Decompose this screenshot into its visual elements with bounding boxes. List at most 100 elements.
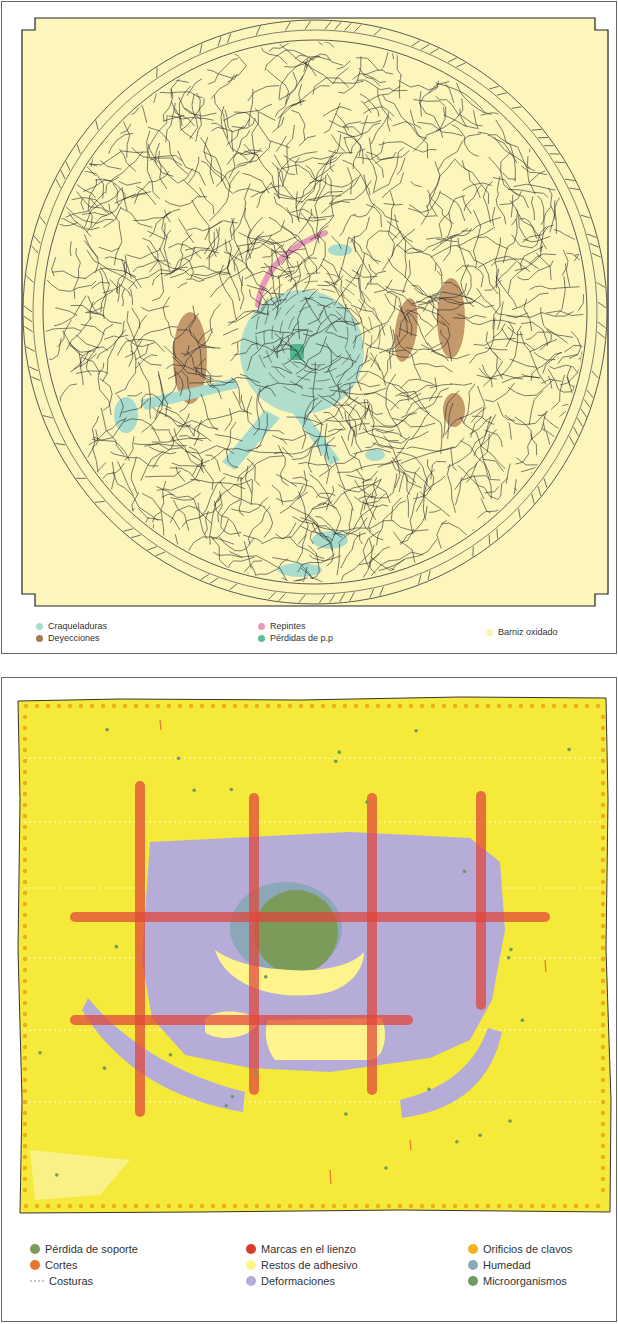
crack-line xyxy=(562,250,568,276)
nail-hole xyxy=(601,968,605,972)
hatch-mark xyxy=(569,436,574,445)
microorganism-dot xyxy=(337,750,341,754)
crack-line xyxy=(313,78,349,95)
crack-line xyxy=(371,413,417,428)
microorganism-dot xyxy=(334,760,338,764)
crack-line xyxy=(309,474,329,510)
crack-line xyxy=(485,486,499,493)
nail-hole xyxy=(563,1204,567,1208)
crack-line xyxy=(142,493,180,529)
crack-line xyxy=(367,284,408,323)
crack-line xyxy=(211,75,234,99)
crack-line xyxy=(84,445,94,477)
crack-line xyxy=(216,157,254,187)
crack-line xyxy=(272,485,283,505)
hatch-mark xyxy=(587,234,596,237)
hatch-mark xyxy=(569,188,579,190)
crack-line xyxy=(172,102,195,126)
crack-line xyxy=(303,61,363,83)
crack-line xyxy=(406,438,464,452)
crack-line xyxy=(309,191,343,200)
crack-line xyxy=(377,89,391,121)
crack-line xyxy=(207,379,221,399)
crack-line xyxy=(306,165,316,179)
crack-line xyxy=(333,405,343,419)
crack-line xyxy=(421,205,428,225)
crack-line xyxy=(314,149,336,201)
crack-line xyxy=(361,101,371,113)
microorganism-dot xyxy=(254,1070,258,1074)
hatch-mark xyxy=(592,371,599,378)
crack-line xyxy=(220,481,265,507)
crack-line xyxy=(103,321,124,382)
crack-line xyxy=(275,76,303,117)
panel-frame xyxy=(2,678,617,1322)
crack-line xyxy=(170,506,211,524)
crack-line xyxy=(365,343,418,357)
crack-line xyxy=(74,248,80,299)
crack-line xyxy=(98,363,104,375)
hatch-mark xyxy=(550,153,560,154)
crack-line xyxy=(272,117,283,132)
nail-hole xyxy=(321,704,325,708)
crack-line xyxy=(251,192,265,197)
hatch-mark xyxy=(592,253,601,257)
crack-line xyxy=(247,396,284,434)
crack-line xyxy=(288,250,310,292)
crack-line xyxy=(345,138,351,154)
crack-line xyxy=(455,477,461,505)
cut-mark xyxy=(545,960,546,972)
crack-line xyxy=(84,234,98,273)
nail-hole xyxy=(409,704,413,708)
crack-line xyxy=(153,407,191,427)
crack-line xyxy=(91,282,109,288)
crack-line xyxy=(142,374,164,432)
crack-line xyxy=(70,241,71,256)
crack-line xyxy=(462,183,491,191)
crack-line xyxy=(310,195,333,240)
crack-line xyxy=(354,497,388,507)
crack-line xyxy=(493,352,503,379)
crack-line xyxy=(280,492,308,513)
crack-line xyxy=(527,156,535,194)
crack-line xyxy=(379,539,437,571)
crack-line xyxy=(430,384,452,388)
crack-line xyxy=(278,152,317,199)
crack-line xyxy=(237,141,271,165)
crack-line xyxy=(264,507,273,538)
crack-line xyxy=(411,412,429,439)
tondo-ring xyxy=(33,30,597,594)
crack-line xyxy=(510,200,518,225)
nail-hole xyxy=(145,1204,149,1208)
crack-line xyxy=(387,305,408,349)
crack-line xyxy=(101,408,124,456)
hatch-mark xyxy=(335,22,341,30)
crack-line xyxy=(124,419,160,442)
hatch-mark xyxy=(124,529,134,531)
cut-mark xyxy=(160,720,161,730)
crack-line xyxy=(448,403,453,439)
crack-line xyxy=(546,311,583,316)
crack-line xyxy=(499,191,521,205)
crack-line xyxy=(135,344,148,360)
crack-line xyxy=(173,313,199,355)
crack-line xyxy=(26,316,81,332)
crack-line xyxy=(381,69,393,74)
hatch-mark xyxy=(412,41,420,46)
nail-hole xyxy=(23,715,27,719)
nail-hole xyxy=(23,792,27,796)
nail-hole xyxy=(508,704,512,708)
crack-line xyxy=(259,112,276,121)
nail-hole xyxy=(23,1078,27,1082)
crack-line xyxy=(366,154,377,192)
crack-line xyxy=(326,384,350,420)
nail-hole xyxy=(387,1204,391,1208)
nail-hole xyxy=(596,704,600,708)
crack-line xyxy=(266,69,288,104)
crack-line xyxy=(239,477,244,516)
crack-line xyxy=(531,196,534,220)
legend-swatch xyxy=(36,635,43,642)
crack-line xyxy=(278,258,317,279)
crack-line xyxy=(71,197,112,213)
crack-line xyxy=(244,151,280,199)
